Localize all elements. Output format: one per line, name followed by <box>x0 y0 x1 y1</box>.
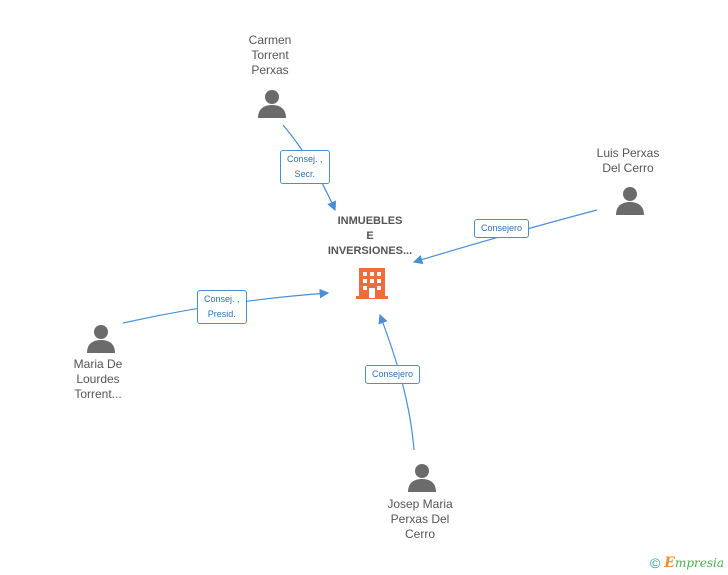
person-icon[interactable] <box>257 88 287 118</box>
company-label-line-3: INVERSIONES... <box>327 245 413 257</box>
footer-brand: © Empresia <box>650 555 724 571</box>
person-icon[interactable] <box>86 323 116 353</box>
person-label-line: Carmen <box>248 33 292 47</box>
person-label-maria[interactable]: Maria De Lourdes Torrent... <box>48 357 148 402</box>
person-label-line: Luis Perxas <box>596 146 660 160</box>
person-label-line: Lourdes <box>76 372 120 386</box>
empresia-logo-text: mpresia <box>674 556 724 570</box>
edge-label-line: Secr. <box>294 169 316 179</box>
person-label-carmen[interactable]: Carmen Torrent Perxas <box>220 33 320 78</box>
company-label[interactable]: INMUEBLES E INVERSIONES... <box>320 214 420 259</box>
edge-label-josep[interactable]: Consejero <box>365 365 421 384</box>
edge-label-line: Consej. , <box>204 294 240 304</box>
person-label-line: Del Cerro <box>602 161 654 175</box>
person-icon[interactable] <box>615 185 645 215</box>
company-label-line-1: INMUEBLES <box>337 215 403 227</box>
edge-label-carmen[interactable]: Consej. , Secr. <box>280 150 330 184</box>
company-label-line-2: E <box>366 230 374 242</box>
person-label-line: Torrent... <box>74 387 122 401</box>
person-label-line: Maria De <box>73 357 123 371</box>
person-label-line: Torrent <box>251 48 289 62</box>
person-label-line: Perxas <box>251 63 289 77</box>
edge-label-line: Consejero <box>481 223 523 233</box>
building-icon[interactable] <box>356 266 388 300</box>
empresia-logo[interactable]: Empresia <box>664 555 724 571</box>
edge-label-luis[interactable]: Consejero <box>474 219 530 238</box>
person-label-josep[interactable]: Josep Maria Perxas Del Cerro <box>370 497 470 542</box>
edge-label-line: Presid. <box>207 309 236 319</box>
person-label-line: Cerro <box>404 527 435 541</box>
person-icon[interactable] <box>407 462 437 492</box>
person-label-line: Josep Maria <box>387 497 453 511</box>
edge-label-line: Consej. , <box>287 154 323 164</box>
person-label-luis[interactable]: Luis Perxas Del Cerro <box>578 146 678 176</box>
empresia-logo-initial: E <box>664 555 675 571</box>
edge-label-maria[interactable]: Consej. , Presid. <box>197 290 247 324</box>
edge-label-line: Consejero <box>372 369 414 379</box>
copyright-symbol: © <box>649 555 661 571</box>
person-label-line: Perxas Del <box>390 512 450 526</box>
